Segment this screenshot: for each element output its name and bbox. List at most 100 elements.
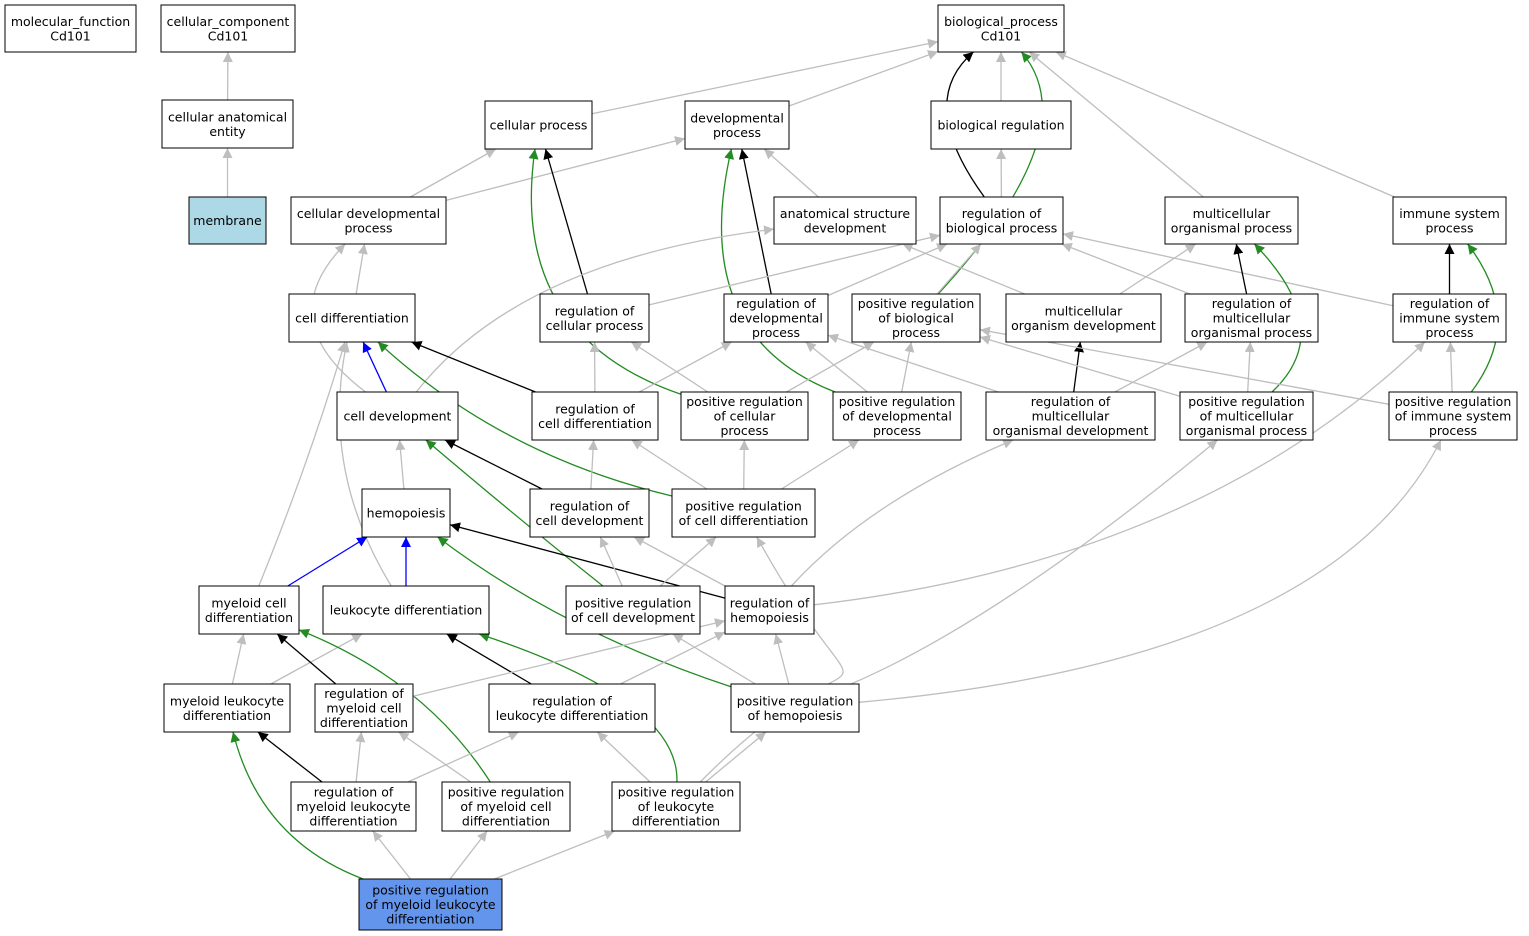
edge-prcdev-to-prcd: [659, 536, 717, 587]
go-term-node-cdiff: cell differentiation: [288, 293, 416, 343]
edge-line: [445, 136, 686, 202]
node-label-line: cell differentiation: [295, 311, 409, 326]
node-label-line: of cellular: [714, 409, 777, 424]
node-box: [724, 585, 815, 635]
edge-mcd-to-hemo: [287, 536, 368, 587]
edge-line: [1073, 341, 1084, 393]
edge-dp-to-bp: [788, 50, 939, 107]
edge-line: [446, 633, 532, 685]
edge-layer: [222, 38, 1499, 880]
node-label-line: multicellular: [1032, 409, 1111, 424]
node-label-line: process: [1425, 325, 1473, 340]
node-label-line: positive regulation: [372, 883, 489, 898]
node-box: [1184, 293, 1319, 343]
node-box: [531, 391, 659, 441]
edge-line: [494, 830, 615, 880]
node-box: [773, 196, 917, 245]
edge-cdev-to-asd: [415, 225, 775, 393]
edge-rcp-to-rbp: [648, 232, 941, 306]
node-label-line: cellular_component: [167, 14, 290, 29]
edge-rhemo-to-rcdev: [633, 536, 726, 587]
edge-prdp-to-dp: [720, 148, 836, 393]
node-label-line: differentiation: [462, 814, 550, 829]
edge-line: [528, 148, 682, 395]
edge-line: [1028, 51, 1204, 198]
edge-prbp-to-bp: [937, 51, 1043, 295]
edge-line: [1114, 341, 1208, 393]
edge-rmop-to-mop: [1233, 243, 1248, 295]
edge-line: [1061, 242, 1191, 295]
node-label-line: myeloid leukocyte: [296, 799, 410, 814]
edge-line: [813, 341, 1426, 606]
node-label-line: process: [713, 125, 761, 140]
node-box: [684, 100, 790, 150]
edge-prisp-to-risp: [1445, 341, 1456, 393]
node-label-line: process: [720, 423, 768, 438]
edge-line: [827, 333, 999, 393]
edge-line: [781, 439, 860, 490]
edge-line: [411, 341, 536, 393]
edge-cdev-to-cdiff: [362, 341, 387, 393]
node-label-line: positive regulation: [737, 693, 854, 708]
node-box: [1005, 293, 1162, 343]
node-label-line: differentiation: [320, 715, 408, 730]
node-label-line: membrane: [193, 213, 262, 228]
edge-line: [407, 731, 520, 783]
edge-mod-to-mop: [1119, 243, 1197, 295]
node-label-line: regulation of: [555, 303, 635, 318]
edge-rld-to-rhemo: [620, 631, 726, 685]
node-box: [163, 683, 291, 733]
edge-rld-to-ld: [446, 633, 532, 685]
node-label-line: regulation of: [962, 206, 1042, 221]
edge-line: [287, 536, 368, 587]
node-label-line: process: [873, 423, 921, 438]
node-box: [939, 196, 1064, 245]
node-box: [671, 488, 816, 538]
edge-prcdev-to-rcdev: [599, 536, 623, 587]
edge-prcd-to-prdp: [781, 439, 860, 490]
node-box: [1392, 196, 1507, 245]
edge-prcp-to-rcp: [630, 341, 709, 393]
node-box: [985, 391, 1156, 441]
edge-line: [827, 243, 948, 297]
node-box: [1388, 391, 1518, 441]
edge-isp-to-bp: [1055, 51, 1395, 198]
node-label-line: cellular developmental: [297, 206, 440, 221]
edge-prmop-to-prbp: [979, 335, 1181, 397]
edge-line: [362, 341, 387, 393]
node-label-line: multicellular: [1045, 303, 1124, 318]
node-box: [1392, 293, 1507, 343]
edge-rmld-to-rmcd: [355, 731, 366, 783]
edge-prcd-to-rcd: [631, 439, 708, 490]
edge-prbp-to-rbp: [936, 243, 982, 295]
edge-prmld-to-prmcd: [449, 830, 488, 880]
node-label-line: developmental: [729, 311, 823, 326]
node-box: [198, 585, 300, 635]
node-label-line: regulation of: [555, 401, 635, 416]
node-label-line: of leukocyte: [638, 799, 715, 814]
node-label-line: hemopoiesis: [730, 610, 809, 625]
edge-line: [805, 341, 868, 393]
node-label-line: positive regulation: [575, 595, 692, 610]
edge-line: [409, 148, 497, 198]
edge-rcd-to-cdiff: [411, 341, 536, 393]
node-box: [1179, 391, 1314, 441]
node-label-line: positive regulation: [685, 498, 802, 513]
node-label-line: differentiation: [183, 708, 271, 723]
node-box: [1164, 196, 1299, 245]
node-box: [4, 4, 137, 53]
